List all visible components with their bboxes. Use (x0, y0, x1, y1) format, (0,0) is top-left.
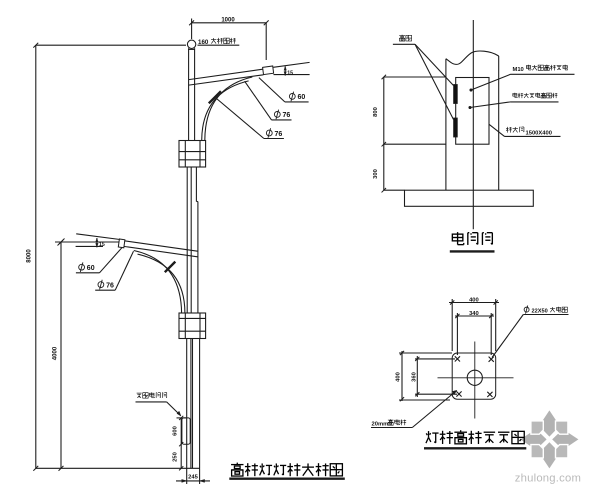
svg-text:245: 245 (188, 474, 198, 480)
svg-text:250: 250 (172, 452, 178, 462)
svg-text:4000: 4000 (53, 346, 59, 360)
svg-text:22X50: 22X50 (532, 309, 548, 315)
svg-text:15: 15 (99, 242, 105, 248)
svg-text:600: 600 (172, 426, 178, 436)
svg-text:M10: M10 (513, 67, 524, 73)
svg-text:15: 15 (287, 70, 293, 76)
svg-text:360: 360 (411, 372, 417, 382)
svg-text:400: 400 (469, 297, 479, 303)
svg-text:76: 76 (106, 282, 114, 289)
svg-text:800: 800 (373, 107, 379, 117)
svg-text:76: 76 (275, 131, 283, 138)
svg-text:1500X400: 1500X400 (526, 130, 552, 136)
svg-text:160: 160 (198, 39, 209, 46)
svg-text:8000: 8000 (27, 249, 33, 263)
svg-text:400: 400 (396, 372, 402, 382)
svg-text:60: 60 (298, 94, 306, 101)
svg-text:300: 300 (373, 169, 379, 179)
svg-text:76: 76 (283, 112, 291, 119)
svg-text:340: 340 (469, 311, 479, 317)
svg-text:60: 60 (87, 265, 95, 272)
svg-text:zhulong.com: zhulong.com (515, 473, 581, 485)
svg-text:1000: 1000 (221, 18, 235, 24)
svg-text:20mm: 20mm (372, 421, 389, 427)
